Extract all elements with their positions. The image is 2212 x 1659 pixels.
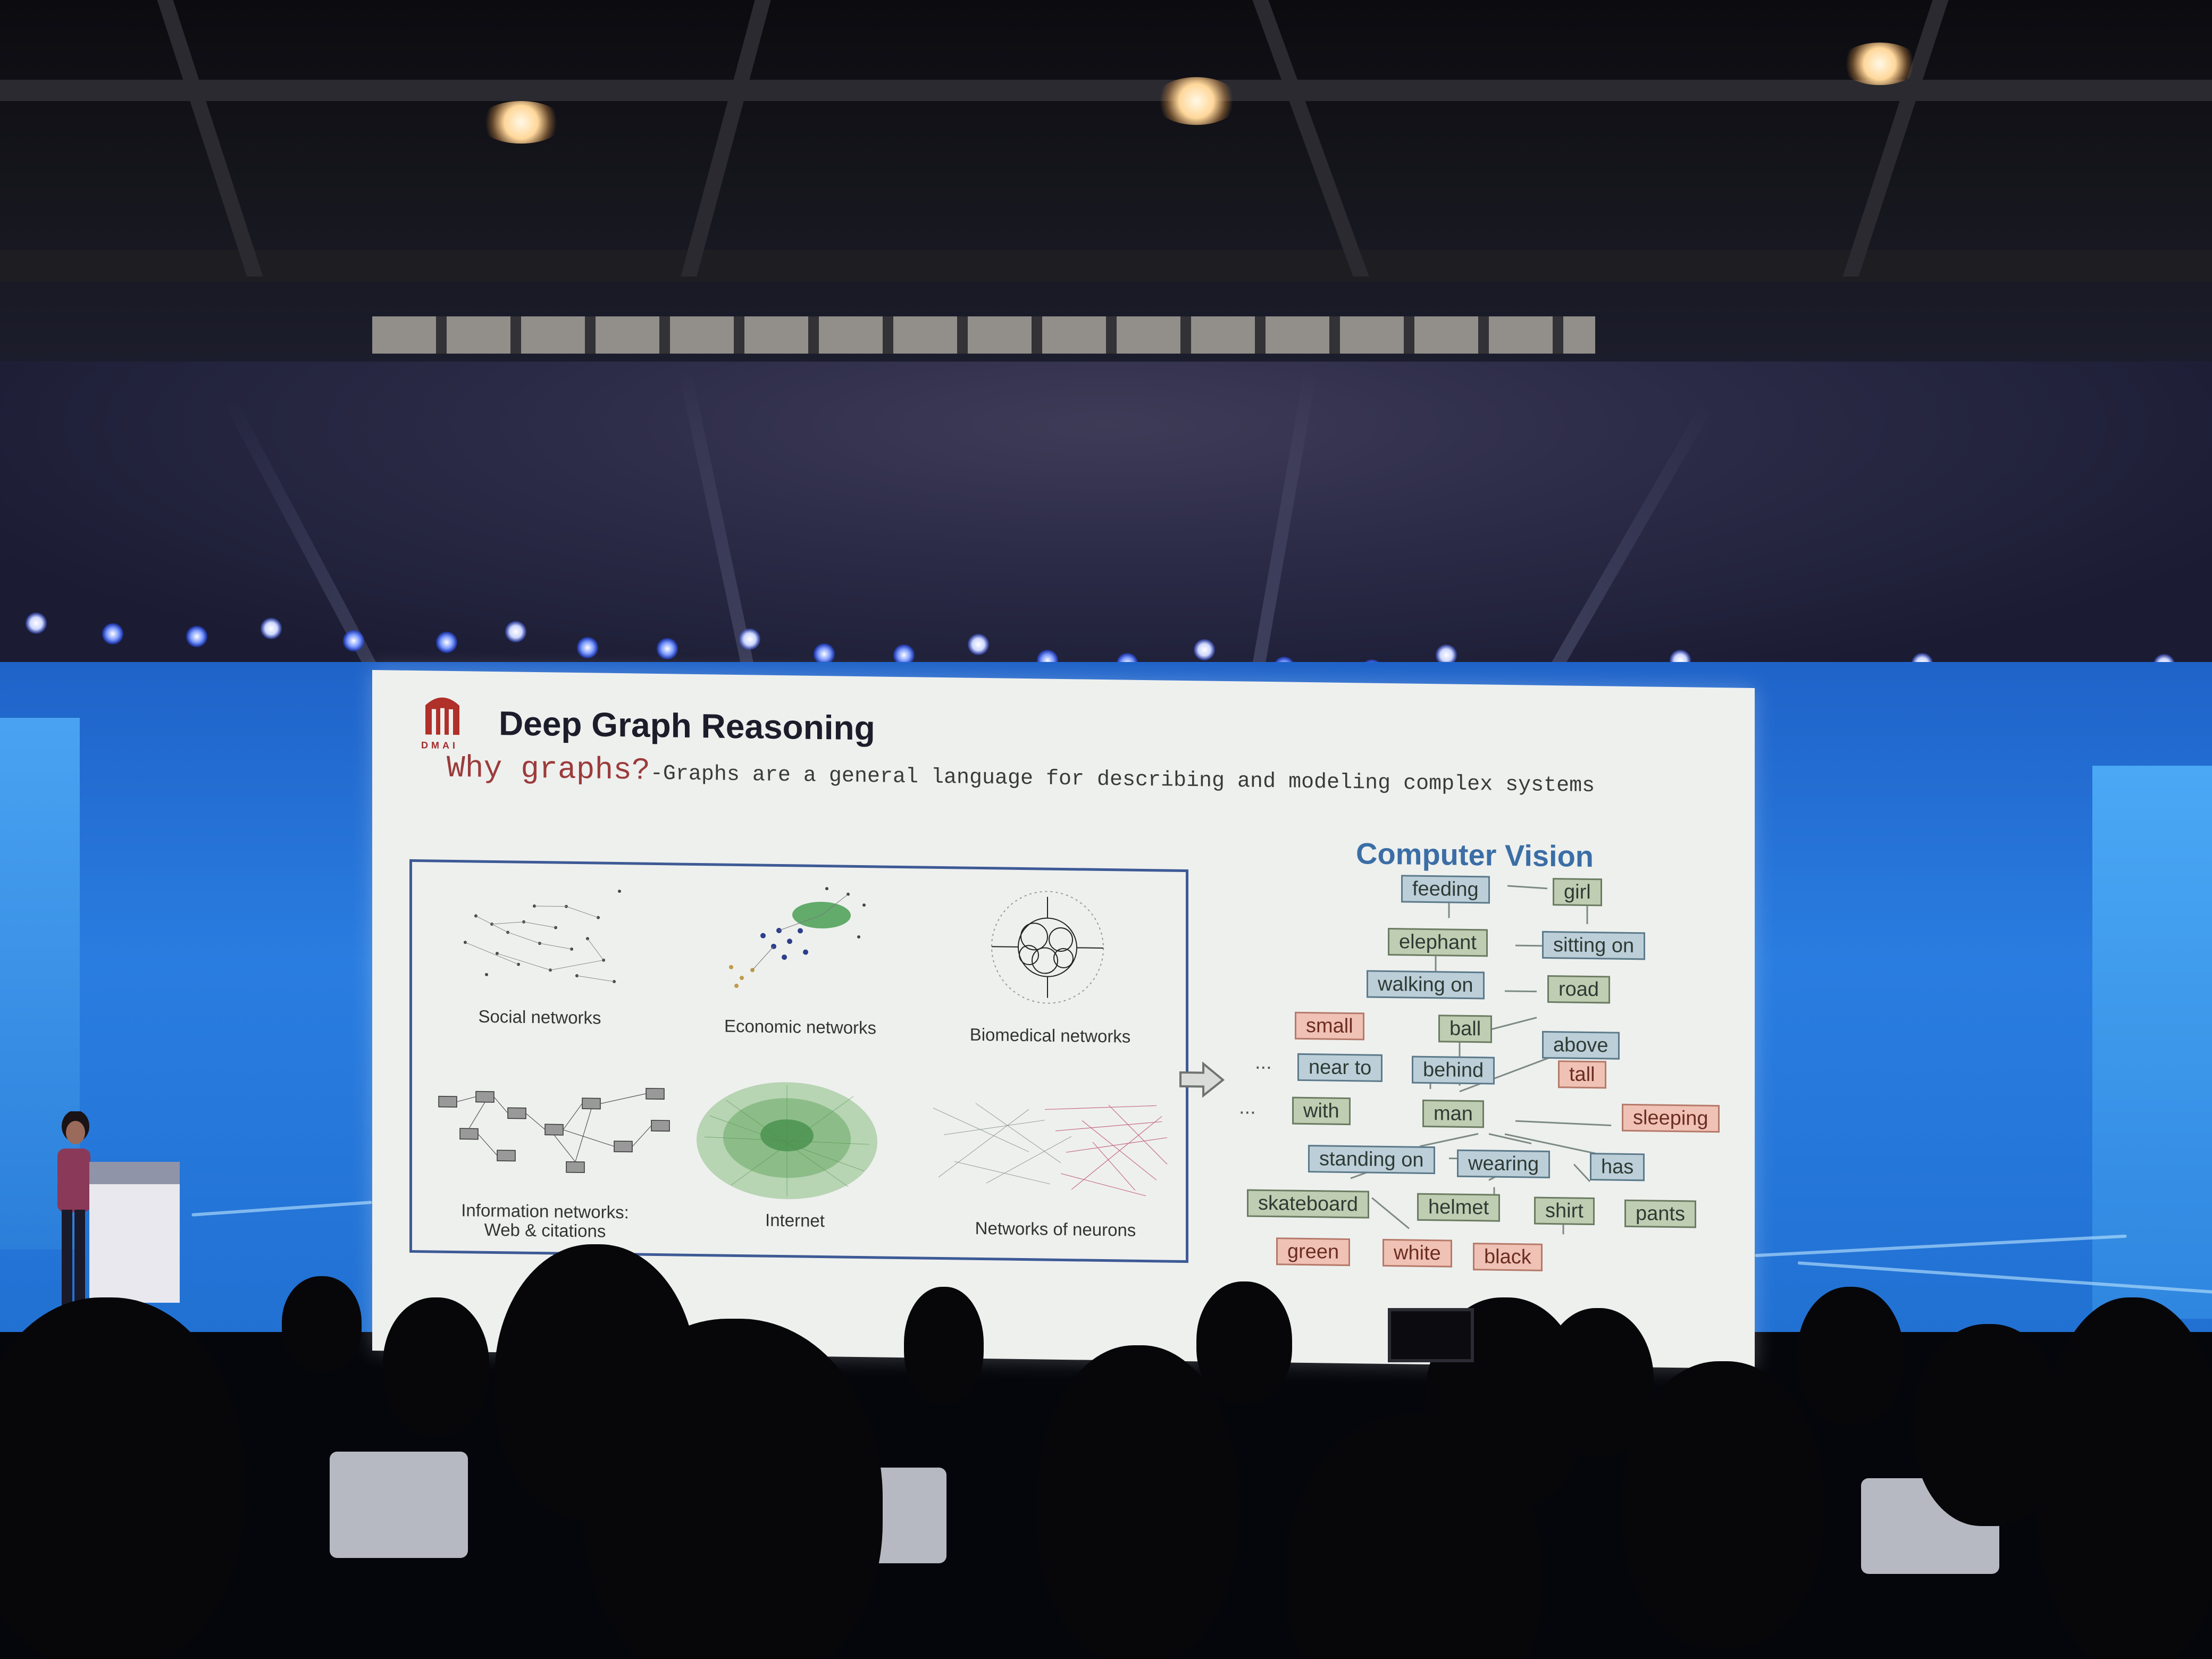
network-examples-panel: Social networks Economic networks	[409, 859, 1188, 1263]
ceiling	[0, 0, 2212, 362]
stage-led	[261, 618, 282, 639]
ceiling-truss	[681, 0, 771, 276]
stage-led	[814, 643, 835, 665]
audience-head	[904, 1287, 984, 1404]
ceiling-light	[1154, 77, 1239, 125]
ceiling-light	[479, 101, 564, 144]
stage-led	[26, 613, 47, 634]
ceiling-truss	[0, 80, 2212, 101]
ceiling-truss	[1252, 0, 1369, 276]
graph-node-sitting-on: sitting on	[1542, 931, 1646, 960]
graph-node-man: man	[1422, 1099, 1484, 1128]
graph-node-with: with	[1292, 1096, 1351, 1126]
audience-chair	[330, 1452, 468, 1558]
stage-led	[102, 623, 123, 644]
graph-node-helmet: helmet	[1417, 1193, 1501, 1222]
side-screen-right	[2092, 766, 2212, 1319]
graph-node-wearing: wearing	[1457, 1149, 1551, 1178]
right-arrow-icon	[1179, 1061, 1225, 1098]
graph-node-behind: behind	[1412, 1055, 1495, 1085]
graph-node-sleeping: sleeping	[1622, 1103, 1720, 1133]
stage-led	[343, 630, 364, 651]
graph-node-standing-on: standing on	[1308, 1145, 1435, 1175]
stage-led	[436, 632, 457, 653]
audience	[0, 1244, 2212, 1659]
graph-node-green: green	[1276, 1237, 1351, 1267]
ceiling-truss	[157, 0, 263, 276]
audience-head	[282, 1276, 362, 1372]
graph-ellipsis: ...	[1255, 1051, 1272, 1074]
graph-node-ball: ball	[1438, 1015, 1493, 1043]
ceiling-truss	[0, 250, 2212, 282]
economic-network-graphic	[729, 887, 866, 988]
audience-head	[585, 1319, 883, 1659]
graph-node-feeding: feeding	[1401, 875, 1490, 904]
graph-node-above: above	[1542, 1030, 1620, 1060]
ceiling-window	[372, 316, 1595, 354]
podium-top	[89, 1162, 180, 1184]
stage-led	[577, 637, 598, 658]
audience-head	[1037, 1345, 1239, 1659]
social-network-graphic	[464, 890, 621, 983]
biomedical-network-graphic	[991, 891, 1104, 1004]
graph-node-girl: girl	[1553, 878, 1602, 907]
video-camera	[1388, 1308, 1474, 1362]
dmai-logo-icon	[425, 697, 459, 735]
ceiling-truss	[1842, 0, 1949, 276]
back-wall	[0, 362, 2212, 681]
graph-node-small: small	[1295, 1011, 1364, 1041]
stage-led	[1194, 639, 1215, 660]
graph-node-walking-on: walking on	[1367, 970, 1485, 1000]
presentation-slide: DMAI Deep Graph Reasoning Why graphs?-Gr…	[372, 670, 1755, 1369]
audience-head	[1797, 1287, 1904, 1425]
stage-led	[505, 621, 526, 642]
graph-ellipsis: ...	[1239, 1096, 1256, 1119]
graph-node-skateboard: skateboard	[1247, 1189, 1370, 1219]
graph-node-road: road	[1547, 975, 1611, 1004]
graph-node-white: white	[1382, 1238, 1452, 1268]
speaker-person	[57, 1111, 90, 1308]
ceiling-light	[1840, 43, 1920, 85]
stage-led	[186, 626, 207, 647]
audience-head	[0, 1297, 245, 1659]
podium	[89, 1162, 180, 1303]
graph-node-near-to: near to	[1297, 1053, 1383, 1082]
audience-head	[2037, 1297, 2212, 1659]
neuron-network-graphic	[933, 1103, 1168, 1196]
stage-led	[968, 634, 989, 655]
graph-node-shirt: shirt	[1534, 1196, 1595, 1226]
audience-head	[1196, 1281, 1292, 1404]
graph-node-tall: tall	[1558, 1060, 1606, 1089]
graph-node-elephant: elephant	[1388, 928, 1488, 957]
information-network-graphic	[438, 1087, 670, 1173]
audience-head	[1622, 1361, 1824, 1648]
stage-led	[739, 629, 760, 650]
internet-network-graphic	[697, 1082, 877, 1200]
audience-head	[383, 1297, 489, 1436]
graph-node-has: has	[1590, 1152, 1645, 1182]
graph-node-pants: pants	[1624, 1199, 1696, 1228]
stage-led	[657, 638, 678, 659]
